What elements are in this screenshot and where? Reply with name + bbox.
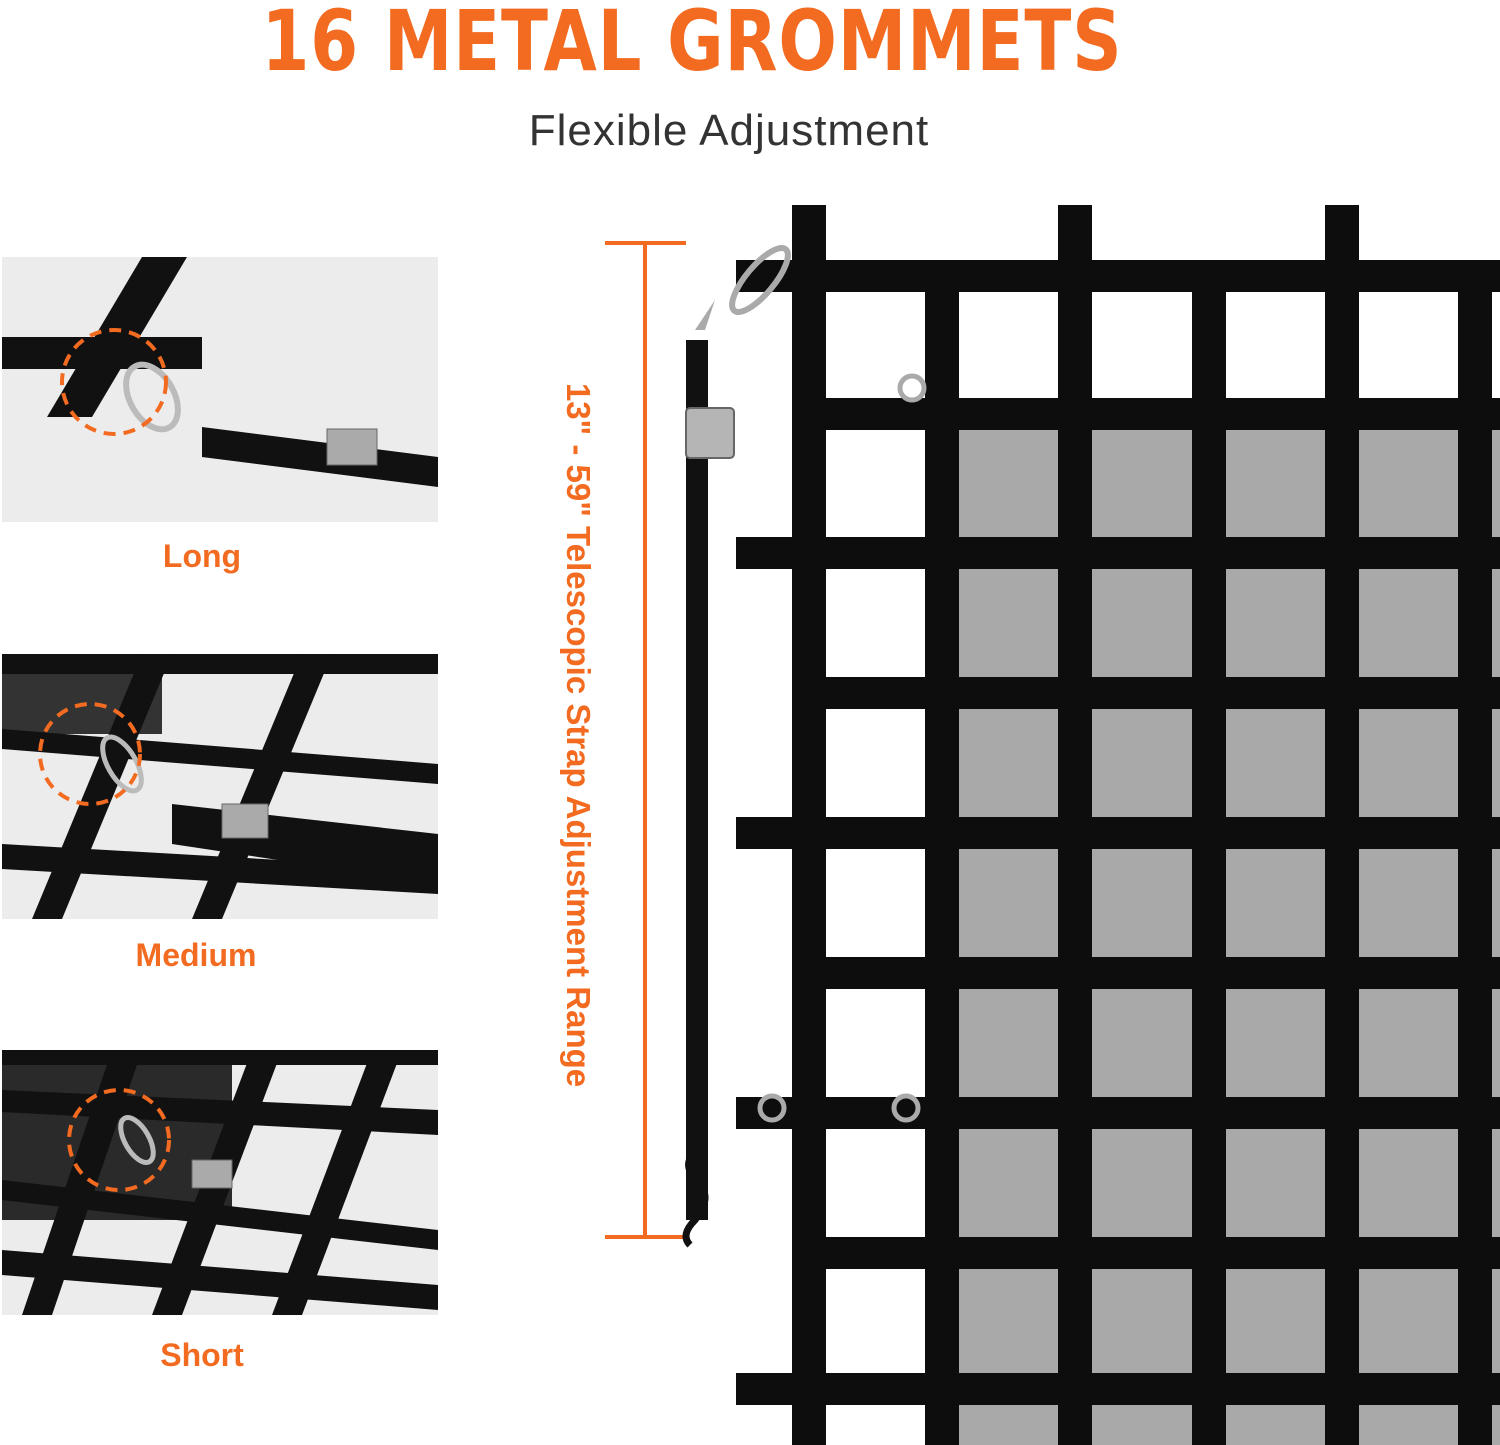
net-mesh [958, 430, 1500, 1445]
horizontal-strap [792, 957, 1500, 989]
label-short: Short [160, 1337, 244, 1373]
label-long: Long [162, 538, 242, 574]
horizontal-strap [792, 677, 1500, 709]
mesh-panel [958, 430, 1500, 1445]
net-straps [736, 205, 1500, 1445]
page-subtitle: Flexible Adjustment [528, 106, 930, 155]
photo-long-adjustment [2, 257, 438, 522]
telescopic-strap [682, 245, 927, 1248]
horizontal-strap [792, 1237, 1500, 1269]
horizontal-strap [792, 398, 1500, 430]
dimension-line [605, 241, 686, 1239]
horizontal-strap [736, 537, 1500, 569]
adjustment-range-text: 13" - 59" Telescopic Strap Adjustment Ra… [560, 382, 597, 1088]
horizontal-strap [736, 260, 1500, 292]
label-medium: Medium [135, 937, 257, 973]
horizontal-strap [736, 817, 1500, 849]
photo-medium-adjustment [2, 654, 438, 919]
photo-short-adjustment [2, 1050, 438, 1315]
page-title: 16 METAL GROMMETS [261, 0, 1123, 90]
horizontal-strap [736, 1373, 1500, 1405]
horizontal-strap [736, 1097, 1500, 1129]
